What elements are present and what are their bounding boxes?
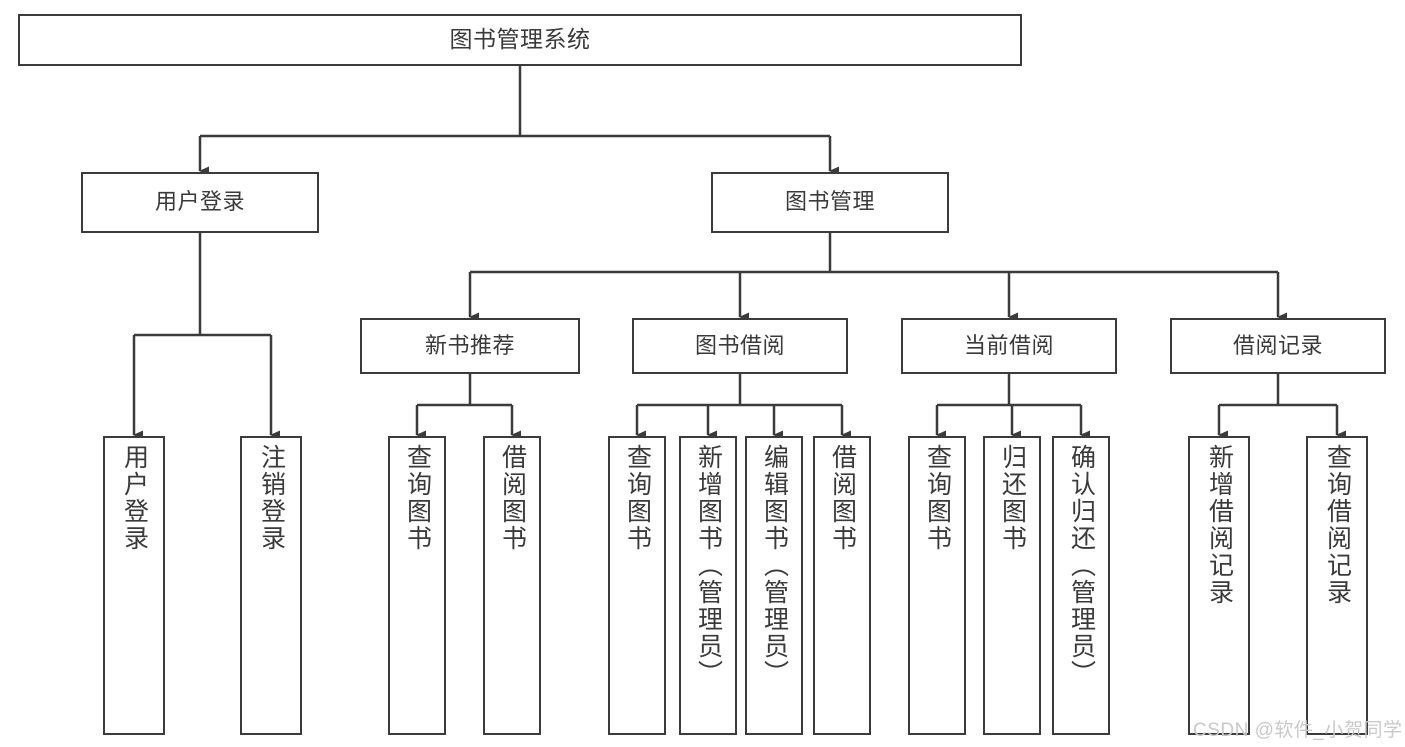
node-records[interactable]: 借阅记录 [1170, 318, 1386, 374]
node-leaf-borrow-b[interactable]: 借阅图书 [813, 436, 871, 735]
node-label: 查询图书 [623, 444, 652, 552]
node-label: 用户登录 [154, 189, 245, 215]
node-label: 用户登录 [120, 444, 149, 552]
watermark-text: CSDN @软件_小贺同学 [1193, 720, 1403, 741]
node-label: 图书借阅 [694, 332, 785, 358]
node-label: 查询借阅记录 [1323, 444, 1352, 606]
node-leaf-query-b[interactable]: 查询图书 [608, 436, 666, 735]
node-label: 图书管理 [784, 189, 875, 215]
node-label: 借阅图书 [498, 444, 527, 552]
node-label: 确认归还（管理员） [1067, 444, 1096, 687]
node-login[interactable]: 用户登录 [81, 172, 319, 233]
node-leaf-add-r[interactable]: 新增借阅记录 [1188, 436, 1250, 735]
node-leaf-query-c[interactable]: 查询图书 [908, 436, 966, 735]
node-label: 新书推荐 [424, 332, 515, 358]
node-label: 注销登录 [257, 444, 286, 552]
node-label: 借阅图书 [828, 444, 857, 552]
node-leaf-return-c[interactable]: 归还图书 [983, 436, 1041, 735]
node-bookmgmt[interactable]: 图书管理 [711, 172, 949, 233]
node-borrow[interactable]: 图书借阅 [632, 318, 848, 374]
node-leaf-edit-b[interactable]: 编辑图书（管理员） [745, 436, 803, 735]
node-leaf-borrow-new[interactable]: 借阅图书 [483, 436, 541, 735]
node-label: 新增图书（管理员） [694, 444, 723, 687]
tree-connectors [132, 66, 1346, 440]
node-label: 借阅记录 [1232, 332, 1323, 358]
node-leaf-logout[interactable]: 注销登录 [240, 436, 302, 735]
node-leaf-query-r[interactable]: 查询借阅记录 [1306, 436, 1368, 735]
node-label: 当前借阅 [963, 332, 1054, 358]
node-label: 查询图书 [403, 444, 432, 552]
node-label: 归还图书 [998, 444, 1027, 552]
node-leaf-confirm-c[interactable]: 确认归还（管理员） [1052, 436, 1110, 735]
node-newbook[interactable]: 新书推荐 [360, 318, 580, 374]
node-label: 新增借阅记录 [1205, 444, 1234, 606]
node-current[interactable]: 当前借阅 [901, 318, 1117, 374]
node-label: 编辑图书（管理员） [760, 444, 789, 687]
node-leaf-add-b[interactable]: 新增图书（管理员） [679, 436, 737, 735]
node-leaf-query-new[interactable]: 查询图书 [388, 436, 446, 735]
node-leaf-login[interactable]: 用户登录 [103, 436, 165, 735]
node-root[interactable]: 图书管理系统 [18, 14, 1022, 66]
node-label: 图书管理系统 [449, 26, 591, 53]
node-label: 查询图书 [923, 444, 952, 552]
